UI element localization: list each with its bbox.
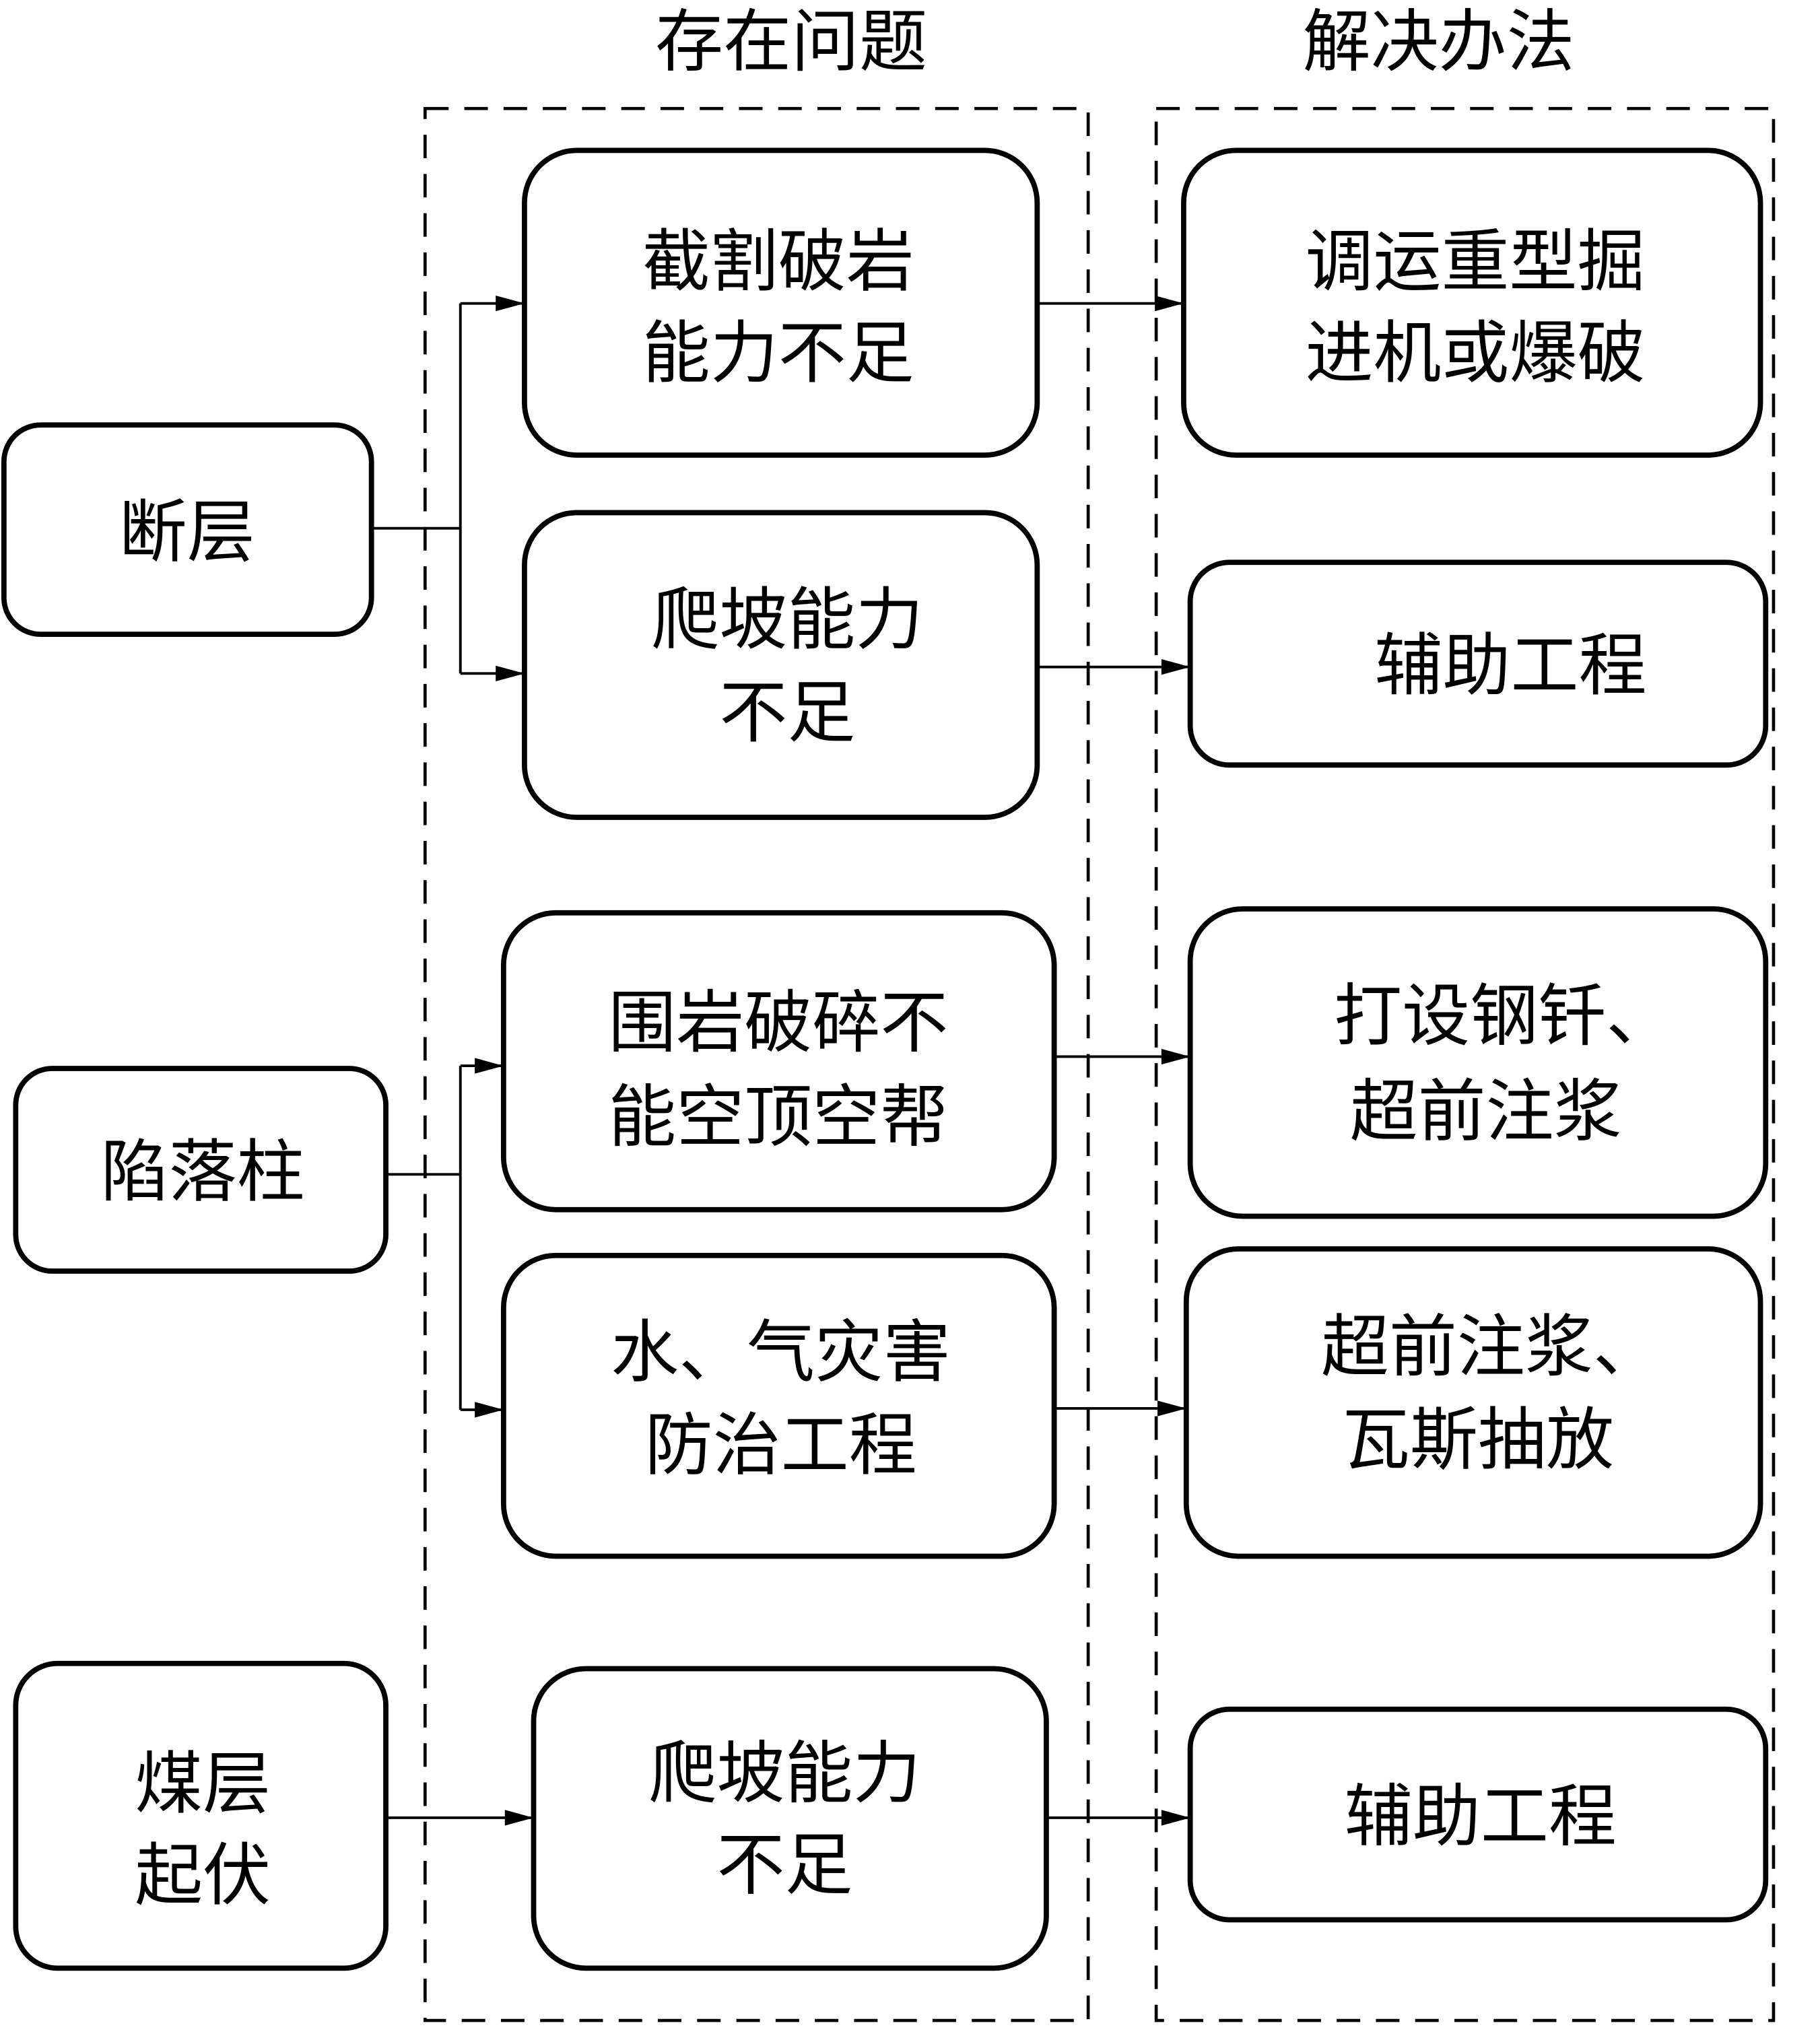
problems-group-frame	[423, 106, 1090, 2022]
cause-box-fault: 断层	[1, 422, 374, 637]
arrowhead-icon	[1161, 1048, 1190, 1065]
problem-label: 不足	[719, 673, 855, 753]
solution-label: 打设钢钎、	[1334, 976, 1674, 1056]
problem-label: 能力不足	[642, 313, 914, 393]
problem-label: 爬坡能力	[648, 1734, 920, 1813]
problem-box-climbing-1: 爬坡能力 不足	[522, 510, 1040, 820]
problem-label: 能空顶空帮	[608, 1077, 948, 1157]
solution-label: 瓦斯抽放	[1342, 1400, 1614, 1480]
connectors	[371, 295, 1190, 1826]
solution-box-heavy-roadheader: 调运重型掘 进机或爆破	[1181, 147, 1763, 458]
cause-label: 陷落柱	[101, 1132, 305, 1211]
arrowhead-icon	[1157, 1400, 1186, 1417]
problem-box-cutting: 截割破岩 能力不足	[522, 147, 1040, 458]
problem-label: 不足	[716, 1825, 852, 1905]
solution-label: 超前注浆	[1350, 1072, 1622, 1151]
problem-box-broken-rock: 围岩破碎不 能空顶空帮	[500, 910, 1057, 1213]
problem-label: 围岩破碎不	[608, 983, 948, 1062]
solution-label: 辅助工程	[1345, 1777, 1617, 1856]
cause-label: 断层	[119, 493, 255, 572]
arrowhead-icon	[504, 1810, 534, 1826]
cause-label: 煤层	[135, 1744, 271, 1823]
solution-box-grouting-gas: 超前注浆、 瓦斯抽放	[1183, 1246, 1763, 1559]
arrowhead-icon	[496, 295, 525, 312]
header-solutions: 解决办法	[1303, 2, 1575, 81]
solution-label: 辅助工程	[1375, 626, 1647, 706]
cause-box-seam-undulation: 煤层 起伏	[13, 1660, 389, 1971]
solution-label: 进机或爆破	[1306, 313, 1646, 393]
problem-label: 水、气灾害	[611, 1312, 951, 1392]
header-problems: 存在问题	[655, 2, 927, 81]
arrowhead-icon	[475, 1058, 504, 1074]
problem-label: 截割破岩	[642, 222, 914, 301]
arrowhead-icon	[1161, 1810, 1190, 1826]
solutions-group-frame	[1154, 106, 1776, 2022]
solution-box-steel-rods: 打设钢钎、 超前注浆	[1187, 906, 1769, 1219]
solution-box-aux-1: 辅助工程	[1187, 559, 1769, 768]
cause-box-collapse-column: 陷落柱	[13, 1066, 389, 1274]
solution-label: 超前注浆、	[1321, 1307, 1661, 1387]
arrowhead-icon	[1155, 295, 1184, 312]
problem-label: 防治工程	[645, 1405, 917, 1485]
cause-label: 起伏	[135, 1835, 271, 1915]
arrowhead-icon	[496, 665, 525, 681]
problem-box-climbing-2: 爬坡能力 不足	[531, 1666, 1049, 1971]
problem-box-water-gas: 水、气灾害 防治工程	[500, 1252, 1057, 1559]
arrowhead-icon	[1161, 658, 1190, 675]
solution-label: 调运重型掘	[1306, 222, 1646, 301]
solution-box-aux-2: 辅助工程	[1187, 1706, 1769, 1923]
problem-label: 爬坡能力	[651, 580, 923, 660]
arrowhead-icon	[475, 1402, 504, 1418]
